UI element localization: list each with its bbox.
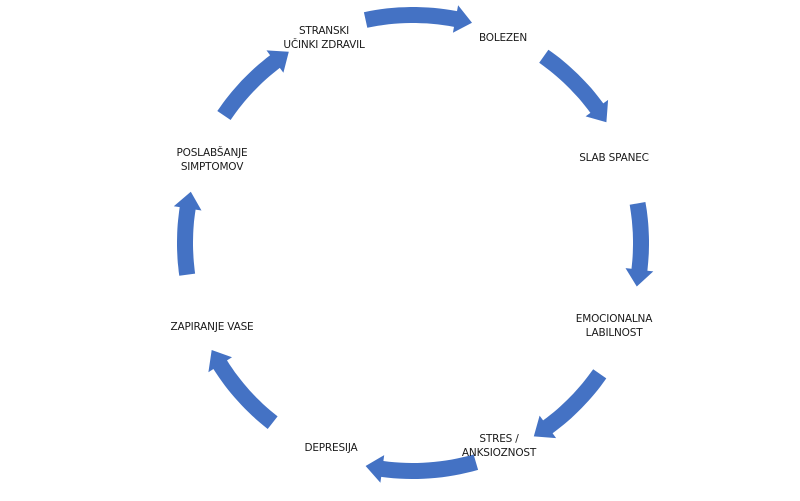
node-label-line: STRES / — [479, 433, 519, 445]
node-label-line: UČINKI ZDRAVIL — [283, 39, 365, 51]
node-label-line: STRANSKI — [298, 25, 350, 37]
node-stranski-ucinki-zdravil: STRANSKI UČINKI ZDRAVIL — [283, 24, 364, 52]
node-zapiranje-vase: ZAPIRANJE VASE — [171, 320, 254, 334]
arrow-bolezen-to-spanec — [539, 49, 609, 123]
node-label-line: DEPRESIJA — [304, 442, 358, 454]
node-stres-anksioznost: STRES / ANKSIOZNOST — [462, 432, 536, 460]
node-label-line: BOLEZEN — [478, 32, 528, 44]
node-bolezen: BOLEZEN — [479, 31, 527, 45]
node-label-line: LABILNOST — [585, 327, 643, 339]
node-depresija: DEPRESIJA — [304, 441, 357, 455]
arrow-stres-to-depresija — [365, 454, 479, 483]
arrow-labilnost-to-stres — [533, 369, 607, 439]
node-label-line: SIMPTOMOV — [180, 161, 244, 173]
node-slab-spanec: SLAB SPANEC — [579, 151, 649, 165]
arrow-depresija-to-zapiranje — [208, 350, 278, 429]
node-label-line: POSLABŠANJE — [176, 147, 248, 159]
node-label-line: ZAPIRANJE VASE — [170, 321, 254, 333]
arrow-poslabsanje-to-ucinki — [217, 50, 289, 120]
node-label-line: EMOCIONALNA — [575, 313, 653, 325]
arrow-spanec-to-labilnost — [625, 202, 654, 287]
node-label-line: ANKSIOZNOST — [461, 447, 537, 459]
node-label-line: SLAB SPANEC — [579, 152, 649, 164]
node-poslabsanje-simptomov: POSLABŠANJE SIMPTOMOV — [177, 146, 248, 174]
arrow-ucinki-to-bolezen — [363, 5, 472, 33]
node-emocionalna-labilnost: EMOCIONALNA LABILNOST — [575, 312, 653, 340]
arrow-zapiranje-to-poslabsanje — [173, 191, 202, 276]
